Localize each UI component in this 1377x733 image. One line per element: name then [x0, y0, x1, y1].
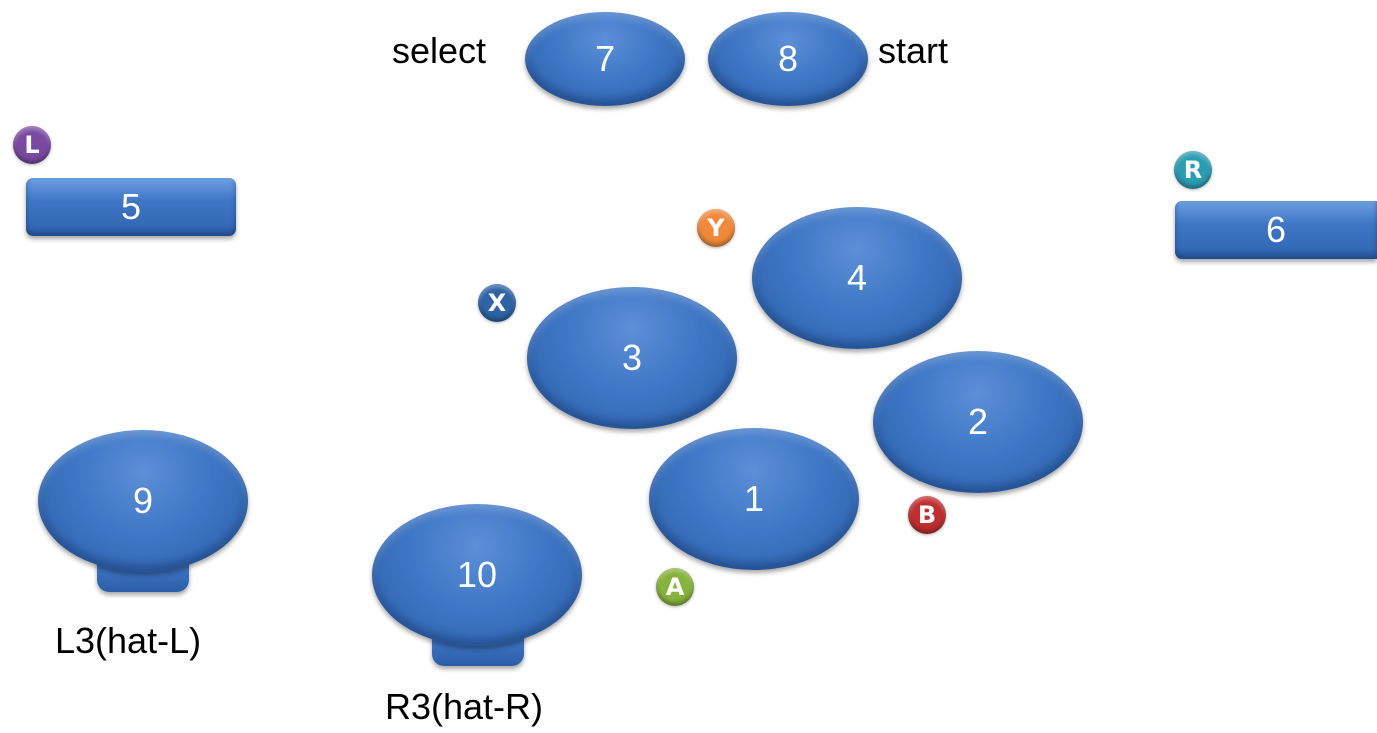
l3-label: L3(hat-L)	[55, 620, 202, 661]
button-1-a[interactable]: 1	[649, 428, 859, 570]
button-6-right-shoulder[interactable]: 6	[1175, 201, 1377, 259]
b-badge-icon: B	[908, 496, 946, 534]
button-9-left-stick[interactable]: 9	[38, 430, 248, 572]
button-7-select[interactable]: 7	[525, 12, 685, 106]
r3-label: R3(hat-R)	[385, 686, 544, 727]
button-2-b[interactable]: 2	[873, 351, 1083, 493]
a-badge-icon: A	[656, 568, 694, 606]
button-3-x[interactable]: 3	[527, 287, 737, 429]
r-badge-icon: R	[1174, 151, 1212, 189]
x-badge-icon: X	[478, 284, 516, 322]
l-badge-icon: L	[13, 126, 51, 164]
start-label: start	[878, 30, 949, 71]
button-10-right-stick[interactable]: 10	[372, 504, 582, 646]
button-8-start[interactable]: 8	[708, 12, 868, 106]
select-label: select	[392, 30, 487, 71]
y-badge-icon: Y	[697, 209, 735, 247]
button-4-y[interactable]: 4	[752, 207, 962, 349]
button-5-left-shoulder[interactable]: 5	[26, 178, 236, 236]
